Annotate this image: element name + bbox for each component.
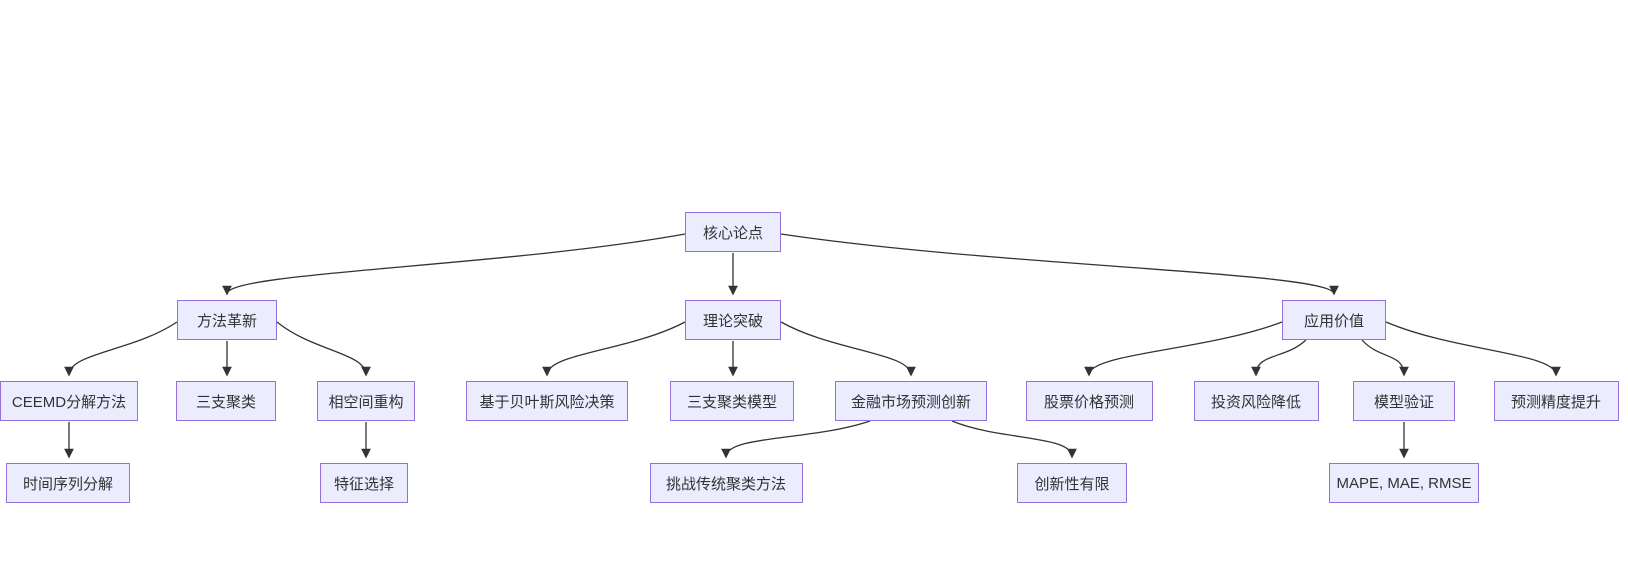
node-bayes: 基于贝叶斯风险决策 <box>466 381 628 421</box>
node-fin-innovation: 金融市场预测创新 <box>835 381 987 421</box>
node-label: CEEMD分解方法 <box>11 393 127 411</box>
node-label: 三支聚类模型 <box>686 393 777 411</box>
edge-fin-innovation-limited <box>951 420 1077 459</box>
node-challenge: 挑战传统聚类方法 <box>649 463 803 503</box>
node-limited: 创新性有限 <box>1017 463 1127 503</box>
node-label: 方法革新 <box>196 312 257 330</box>
edge-method-ceemd <box>64 321 178 377</box>
node-label: 特征选择 <box>333 475 394 493</box>
node-ceemd: CEEMD分解方法 <box>0 381 138 421</box>
edge-root-method <box>222 233 686 296</box>
node-label: 模型验证 <box>1373 393 1434 411</box>
node-label: 预测精度提升 <box>1510 393 1601 411</box>
node-label: 三支聚类 <box>195 393 256 411</box>
node-label: MAPE, MAE, RMSE <box>1336 474 1472 492</box>
edge-fin-innovation-challenge <box>721 420 871 459</box>
edge-theory-fin-innovation <box>780 321 916 377</box>
edge-application-validation <box>1361 339 1409 377</box>
node-label: 相空间重构 <box>328 393 404 411</box>
node-three-way: 三支聚类 <box>176 381 276 421</box>
node-phase-space: 相空间重构 <box>317 381 415 421</box>
node-label: 金融市场预测创新 <box>850 393 971 411</box>
node-label: 股票价格预测 <box>1043 393 1134 411</box>
node-risk: 投资风险降低 <box>1193 381 1319 421</box>
node-metrics: MAPE, MAE, RMSE <box>1329 463 1479 503</box>
node-application: 应用价值 <box>1282 300 1386 340</box>
node-theory: 理论突破 <box>685 300 781 340</box>
node-feature: 特征选择 <box>320 463 408 503</box>
edge-theory-bayes <box>542 321 686 377</box>
node-ts-decomp: 时间序列分解 <box>6 463 130 503</box>
edge-application-stock <box>1084 321 1283 377</box>
edge-method-phase-space <box>276 321 371 377</box>
node-twc-model: 三支聚类模型 <box>670 381 794 421</box>
node-root: 核心论点 <box>685 212 781 252</box>
node-label: 核心论点 <box>702 224 763 242</box>
node-validation: 模型验证 <box>1353 381 1455 421</box>
node-label: 投资风险降低 <box>1210 393 1301 411</box>
node-label: 理论突破 <box>702 312 763 330</box>
edge-root-application <box>780 233 1339 296</box>
node-method: 方法革新 <box>177 300 277 340</box>
node-label: 挑战传统聚类方法 <box>665 475 786 493</box>
node-label: 时间序列分解 <box>22 475 113 493</box>
node-label: 应用价值 <box>1303 312 1364 330</box>
edge-application-risk <box>1251 339 1307 377</box>
node-label: 基于贝叶斯风险决策 <box>479 393 615 411</box>
edge-application-accuracy <box>1385 321 1561 377</box>
node-label: 创新性有限 <box>1034 475 1110 493</box>
node-stock: 股票价格预测 <box>1025 381 1153 421</box>
node-accuracy: 预测精度提升 <box>1493 381 1619 421</box>
